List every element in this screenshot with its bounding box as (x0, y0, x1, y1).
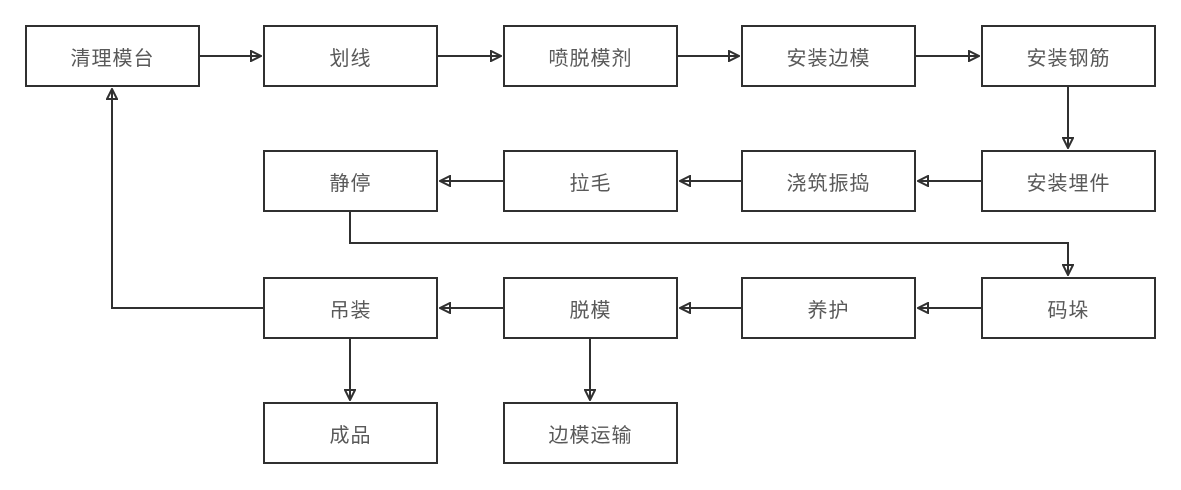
node-pour-and-vibrate: 浇筑振捣 (741, 150, 916, 212)
node-label: 拉毛 (569, 172, 612, 195)
node-marking: 划线 (263, 25, 438, 87)
node-install-rebar: 安装钢筋 (981, 25, 1156, 87)
node-label: 划线 (329, 47, 372, 70)
node-label: 静停 (329, 172, 372, 195)
node-label: 安装埋件 (1026, 172, 1111, 195)
node-label: 安装钢筋 (1026, 47, 1111, 70)
node-label: 成品 (329, 424, 372, 447)
node-label: 清理模台 (70, 47, 155, 70)
node-label: 养护 (807, 299, 850, 322)
node-label: 浇筑振捣 (786, 172, 871, 195)
node-resting: 静停 (263, 150, 438, 212)
node-label: 喷脱模剂 (548, 47, 633, 70)
node-spray-release-agent: 喷脱模剂 (503, 25, 678, 87)
node-install-embedded-parts: 安装埋件 (981, 150, 1156, 212)
edge-hoisting-to-clean-mold-table (112, 89, 263, 309)
node-finished-product: 成品 (263, 402, 438, 464)
node-demolding: 脱模 (503, 277, 678, 339)
node-label: 吊装 (329, 299, 372, 322)
node-stacking: 码垛 (981, 277, 1156, 339)
node-side-mold-transport: 边模运输 (503, 402, 678, 464)
node-label: 边模运输 (548, 424, 633, 447)
node-label: 码垛 (1047, 299, 1090, 322)
node-roughening: 拉毛 (503, 150, 678, 212)
node-label: 安装边模 (786, 47, 871, 70)
node-label: 脱模 (569, 299, 612, 322)
node-clean-mold-table: 清理模台 (25, 25, 200, 87)
node-hoisting: 吊装 (263, 277, 438, 339)
node-curing: 养护 (741, 277, 916, 339)
node-install-side-molds: 安装边模 (741, 25, 916, 87)
edge-resting-to-stacking (349, 212, 1068, 275)
